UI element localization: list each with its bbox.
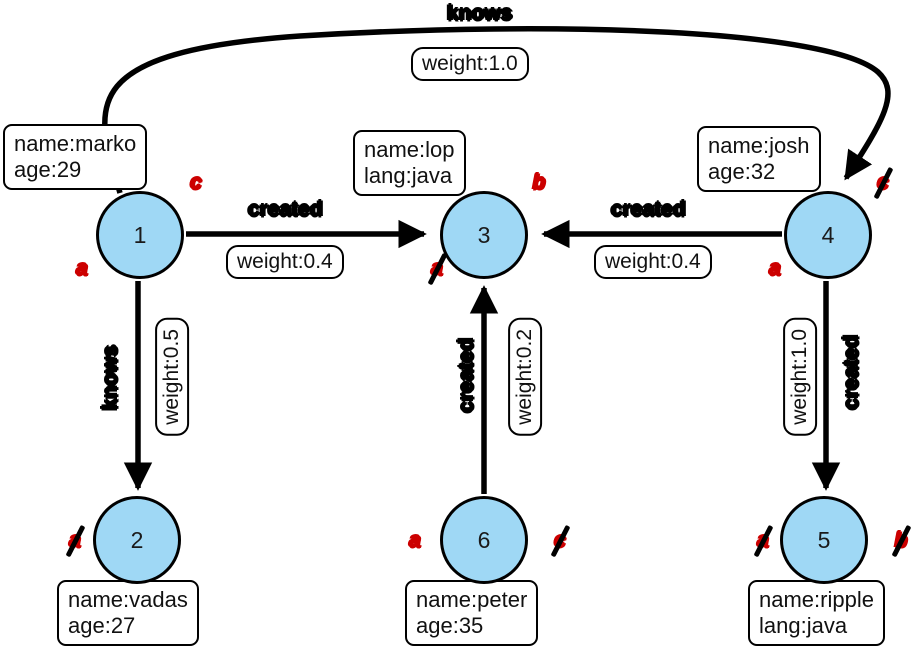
edge-label-text: created	[840, 335, 863, 410]
annotation-marker-c-node4-struck: c	[868, 166, 898, 200]
edge-weight-created-1-3: weight:0.4	[226, 245, 344, 280]
edge-knows-1-4	[102, 26, 891, 194]
graph-node-6[interactable]: 6	[440, 496, 528, 584]
edge-label-text: created	[248, 198, 323, 221]
property-line: name:peter	[416, 587, 528, 612]
annotation-marker-a-node1: a	[67, 254, 97, 284]
annotation-marker-c-node1: c	[181, 168, 211, 198]
annotation-marker-c-node6-struck: c	[545, 524, 575, 558]
property-box-lop: name:lop lang:java	[353, 130, 466, 197]
edge-label-created-6-3: created	[455, 338, 479, 413]
annotation-marker-a-node5-struck: a	[748, 524, 778, 558]
property-line: name:vadas	[68, 587, 188, 612]
weight-text: weight:0.2	[513, 329, 536, 425]
edge-label-text: knows	[447, 2, 513, 25]
property-line: lang:java	[364, 162, 453, 188]
node-label: 1	[133, 221, 147, 248]
weight-text: weight:0.4	[237, 250, 333, 273]
edge-weight-created-6-3: weight:0.2	[508, 318, 543, 436]
weight-text: weight:0.4	[605, 250, 701, 273]
edge-label-knows-1-4: knows	[447, 2, 512, 26]
edge-weight-created-4-3: weight:0.4	[594, 245, 712, 280]
graph-node-3[interactable]: 3	[440, 191, 528, 279]
edge-label-created-4-5: created	[840, 335, 864, 410]
property-box-peter: name:peter age:35	[405, 580, 539, 647]
property-line: name:marko	[14, 131, 137, 156]
edge-weight-knows-1-2: weight:0.5	[155, 318, 190, 436]
marker-letter: a	[769, 257, 781, 280]
marker-letter: a	[76, 257, 88, 280]
node-label: 5	[817, 526, 831, 553]
property-line: age:32	[708, 158, 776, 184]
property-box-josh: name:josh age:32	[697, 126, 821, 193]
marker-letter: b	[532, 171, 546, 194]
edge-label-text: knows	[99, 345, 122, 411]
edge-label-created-4-3: created	[611, 198, 686, 222]
edge-label-created-1-3: created	[248, 198, 323, 222]
property-line: lang:java	[759, 612, 848, 638]
property-line: name:ripple	[759, 587, 874, 612]
property-line: name:josh	[708, 133, 810, 158]
weight-text: weight:1.0	[422, 52, 518, 75]
edge-label-knows-1-2: knows	[99, 345, 123, 410]
annotation-marker-b-node3: b	[524, 168, 554, 198]
edge-weight-knows-1-4: weight:1.0	[411, 47, 529, 82]
graph-node-4[interactable]: 4	[784, 191, 872, 279]
marker-letter: c	[190, 171, 202, 194]
edge-label-text: created	[455, 338, 478, 413]
property-line: age:27	[68, 612, 136, 638]
property-line: age:29	[14, 156, 82, 182]
graph-node-1[interactable]: 1	[96, 191, 184, 279]
graph-node-5[interactable]: 5	[780, 496, 868, 584]
property-line: age:35	[416, 612, 484, 638]
annotation-marker-a-node4: a	[760, 254, 790, 284]
node-label: 3	[477, 221, 491, 248]
property-line: name:lop	[364, 137, 455, 162]
property-box-vadas: name:vadas age:27	[57, 580, 199, 647]
weight-text: weight:1.0	[788, 329, 811, 425]
graph-node-2[interactable]: 2	[93, 496, 181, 584]
annotation-marker-a-node3-struck: a	[422, 252, 452, 286]
node-label: 4	[821, 221, 835, 248]
marker-letter: a	[409, 529, 421, 552]
edge-label-text: created	[611, 198, 686, 221]
weight-text: weight:0.5	[160, 329, 183, 425]
node-label: 2	[130, 526, 144, 553]
annotation-marker-b-node5-struck: b	[886, 524, 916, 558]
node-label: 6	[477, 526, 491, 553]
property-box-marko: name:marko age:29	[3, 124, 148, 191]
property-box-ripple: name:ripple lang:java	[748, 580, 885, 647]
annotation-marker-a-node6: a	[400, 526, 430, 556]
edge-weight-created-4-5: weight:1.0	[783, 318, 818, 436]
annotation-marker-a-node2-struck: a	[60, 524, 90, 558]
